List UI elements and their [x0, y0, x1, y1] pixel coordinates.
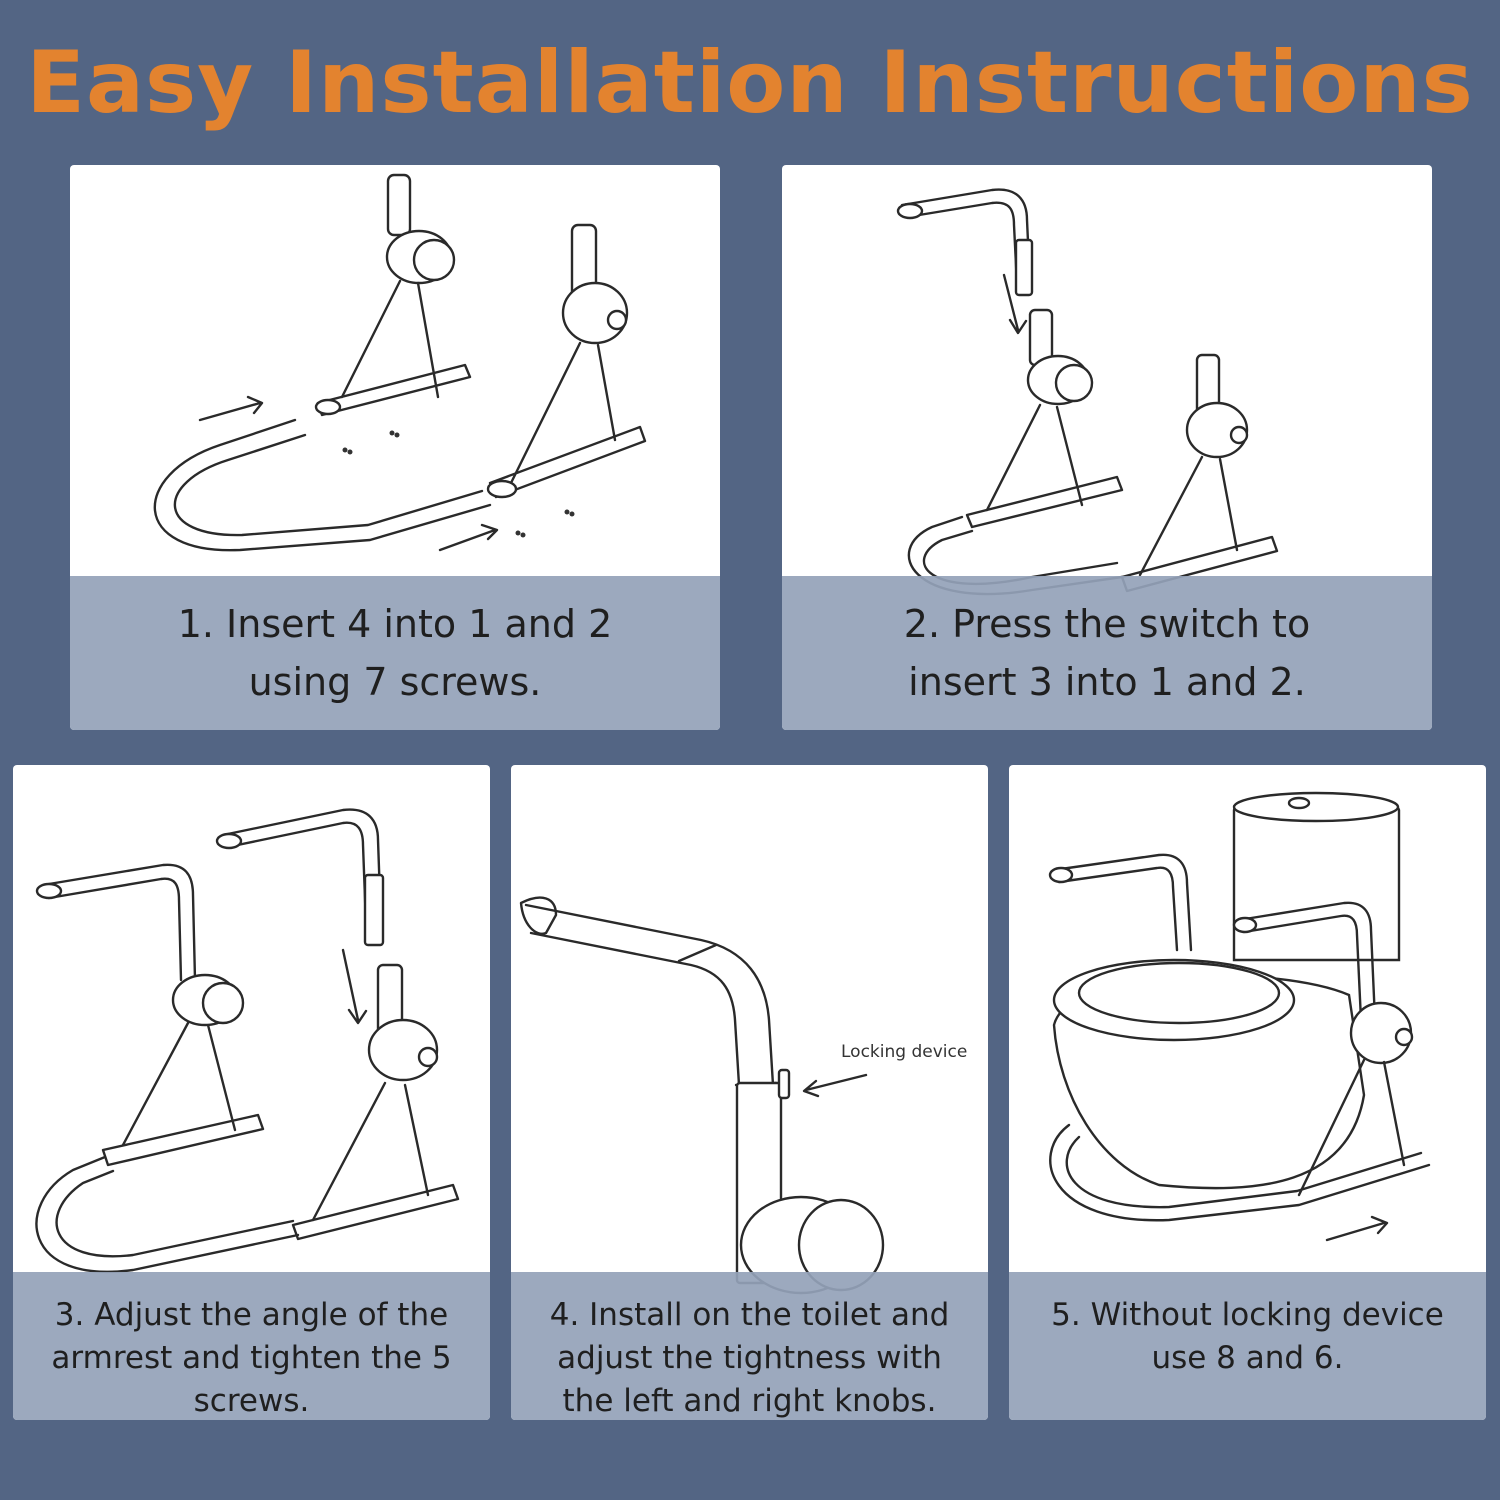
- step-1-caption-band: 1. Insert 4 into 1 and 2 using 7 screws.: [70, 576, 720, 730]
- step-3-illustration: [35, 808, 460, 1273]
- step-3-caption-band: 3. Adjust the angle of the armrest and t…: [13, 1272, 490, 1420]
- page-title: Easy Installation Instructions: [26, 33, 1474, 133]
- step-4-illustration: Locking device: [519, 896, 967, 1295]
- locking-device-label: Locking device: [841, 1042, 967, 1062]
- step-2-caption-band: 2. Press the switch to insert 3 into 1 a…: [782, 576, 1432, 730]
- step-4-caption-band: 4. Install on the toilet and adjust the …: [511, 1272, 988, 1420]
- step-5-caption-band: 5. Without locking device use 8 and 6.: [1009, 1272, 1486, 1420]
- step-1-caption: 1. Insert 4 into 1 and 2 using 7 screws.: [177, 602, 613, 704]
- step-4-caption: 4. Install on the toilet and adjust the …: [549, 1297, 950, 1419]
- step-3-caption: 3. Adjust the angle of the armrest and t…: [51, 1297, 452, 1419]
- step-1-panel: 1. Insert 4 into 1 and 2 using 7 screws.: [70, 165, 720, 730]
- step-2-panel: 2. Press the switch to insert 3 into 1 a…: [782, 165, 1432, 730]
- step-2-caption: 2. Press the switch to insert 3 into 1 a…: [903, 602, 1311, 704]
- step-3-panel: 3. Adjust the angle of the armrest and t…: [13, 765, 490, 1420]
- step-5-caption: 5. Without locking device use 8 and 6.: [1051, 1297, 1444, 1376]
- step-5-illustration: [1048, 791, 1431, 1242]
- step-5-panel: 5. Without locking device use 8 and 6.: [1009, 765, 1486, 1420]
- step-1-illustration: [153, 173, 647, 552]
- step-4-panel: Locking device 4. Install on the toilet …: [511, 765, 988, 1420]
